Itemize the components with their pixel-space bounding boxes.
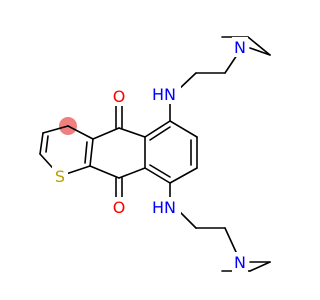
bond-benzene-c8-c8b	[144, 167, 171, 184]
bond-quinone-c4-c4b	[118, 127, 146, 138]
atom-nitrogen-lower-amine: HN	[152, 198, 176, 217]
bond-quinone-c8-c8a	[89, 165, 120, 179]
bond-benzene-c5-c6	[169, 120, 198, 138]
bond-thiophene-c3-c3a	[42, 125, 69, 134]
atom-nitrogen-lower-aziridine: N	[234, 253, 246, 272]
bond-thiophene-c2-c3	[39, 132, 44, 155]
atom-nitrogen-upper-amine: HN	[152, 85, 176, 104]
bond-thiophene-c2-c3-double	[45, 135, 49, 153]
atom-nitrogen-upper-aziridine: N	[234, 38, 246, 57]
atom-oxygen-bottom: O	[113, 198, 126, 217]
bond-benzene-c4b-c5-double	[149, 126, 171, 141]
bond-benzene-c7-c8	[169, 167, 198, 184]
bond-thiophene-c4a-c8a	[89, 138, 94, 167]
bond-quinone-c4a-c4	[92, 127, 120, 140]
bond-benzene-c8-c8b-double	[149, 164, 171, 178]
structure-drawing: O O S HN HN N N	[39, 36, 271, 272]
bond-thiophene-c4a-c8a-double	[84, 141, 88, 164]
bond-upper-aziridine-n	[249, 47, 271, 56]
bond-thiophene-c3a-c4a	[67, 125, 94, 140]
atom-sulfur: S	[55, 167, 65, 186]
atom-oxygen-top: O	[113, 87, 126, 106]
bond-upper-ch2-naz	[224, 54, 238, 74]
bond-quinone-c8b-c8	[118, 167, 146, 179]
molecule-diagram: O O S HN HN N N	[39, 36, 271, 272]
bond-lower-ch2-naz	[224, 227, 237, 253]
bond-benzene-c4b-c5	[144, 120, 171, 138]
bond-upper-aziridine-right	[247, 36, 271, 56]
bond-lower-aziridine-right	[249, 261, 271, 272]
